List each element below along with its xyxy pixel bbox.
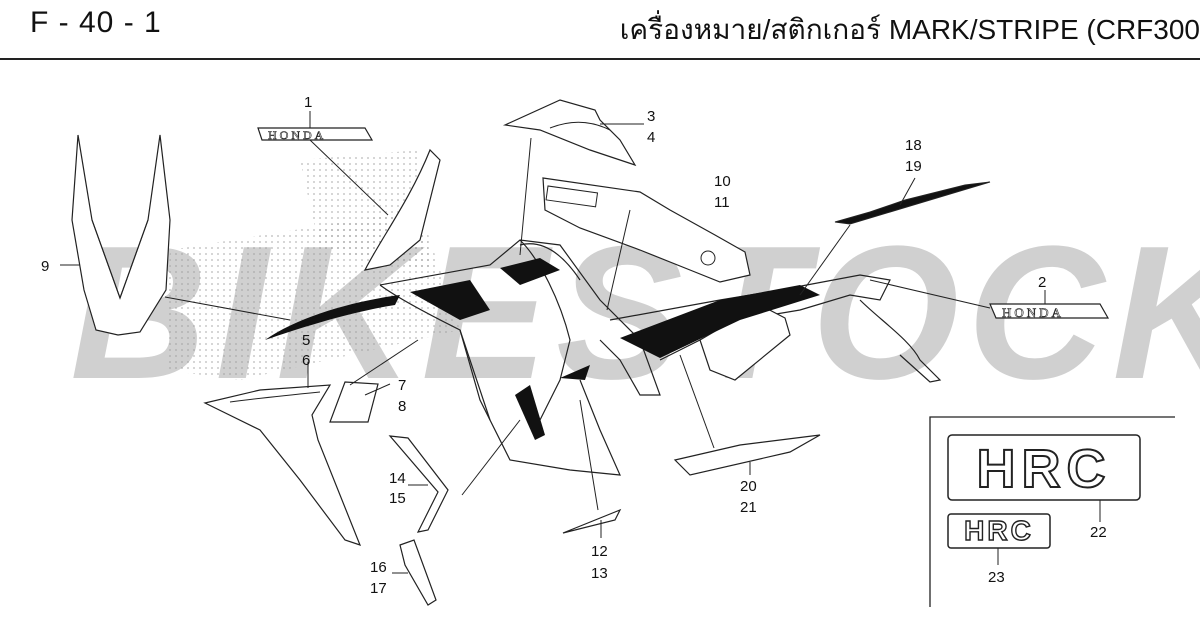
callout-20: 20 — [740, 478, 757, 495]
triangle-decal-part-12 — [562, 508, 622, 534]
hrc-emblem-large-text: HRC — [977, 439, 1112, 499]
honda-emblem-small-text: HONDA — [268, 128, 326, 142]
callout-23: 23 — [988, 569, 1005, 586]
callout-1: 1 — [304, 94, 312, 111]
diagram-title: เครื่องหมาย/สติกเกอร์ MARK/STRIPE (CRF30… — [619, 14, 1200, 45]
callout-8: 8 — [398, 398, 406, 415]
fender-inner-line — [91, 219, 149, 300]
callout-9: 9 — [41, 258, 49, 275]
callout-6: 6 — [302, 352, 310, 369]
callout-11: 11 — [714, 194, 730, 211]
page-header: F - 40 - 1 เครื่องหมาย/สติกเกอร์ MARK/ST… — [0, 0, 1200, 58]
hrc-emblem-small-frame — [947, 513, 1051, 549]
swingarm-decal-part-20 — [673, 434, 821, 476]
shroud-inner-line — [229, 391, 321, 403]
stripe-part-16 — [399, 539, 437, 606]
callout-5: 5 — [302, 332, 310, 349]
callout-4: 4 — [647, 129, 655, 146]
callout-21: 21 — [740, 499, 757, 516]
side-cover-hole — [700, 250, 716, 266]
callout-2: 2 — [1038, 274, 1046, 291]
callout-16: 16 — [370, 559, 387, 576]
callout-13: 13 — [591, 565, 608, 582]
callout-15: 15 — [389, 490, 406, 507]
shroud-decal-part-3 — [502, 99, 637, 167]
callout-10: 10 — [714, 173, 731, 190]
rear-stripe-part-18 — [834, 181, 991, 225]
callout-18: 18 — [905, 137, 922, 154]
stripe-part-14 — [388, 435, 449, 533]
callout-7: 7 — [398, 377, 406, 394]
callout-22: 22 — [1090, 524, 1107, 541]
diagram-code: F - 40 - 1 — [30, 6, 162, 39]
callout-19: 19 — [905, 158, 922, 175]
hrc-inset-box: HRC HRC — [929, 416, 1175, 607]
body-stripes — [265, 258, 820, 440]
side-cover-logo — [545, 185, 599, 208]
callout-labels: 1 2 3 4 5 6 7 8 9 10 11 12 13 14 15 16 1… — [41, 94, 1107, 597]
shroud-part-5 — [203, 384, 362, 546]
callout-3: 3 — [647, 108, 655, 125]
honda-emblem-large-text: HONDA — [1002, 305, 1064, 320]
hrc-emblem-large-frame — [947, 434, 1141, 501]
callout-12: 12 — [591, 543, 608, 560]
small-decal-part-7 — [329, 381, 379, 423]
callout-14: 14 — [389, 470, 406, 487]
shroud-decal-inner — [549, 121, 611, 131]
header-divider — [0, 58, 1200, 60]
honda-emblem-large: HONDA — [989, 303, 1110, 320]
leader-lines — [60, 111, 1101, 574]
callout-17: 17 — [370, 580, 387, 597]
honda-emblem-small: HONDA — [257, 127, 374, 142]
hrc-emblem-small-text: HRC — [964, 515, 1034, 546]
